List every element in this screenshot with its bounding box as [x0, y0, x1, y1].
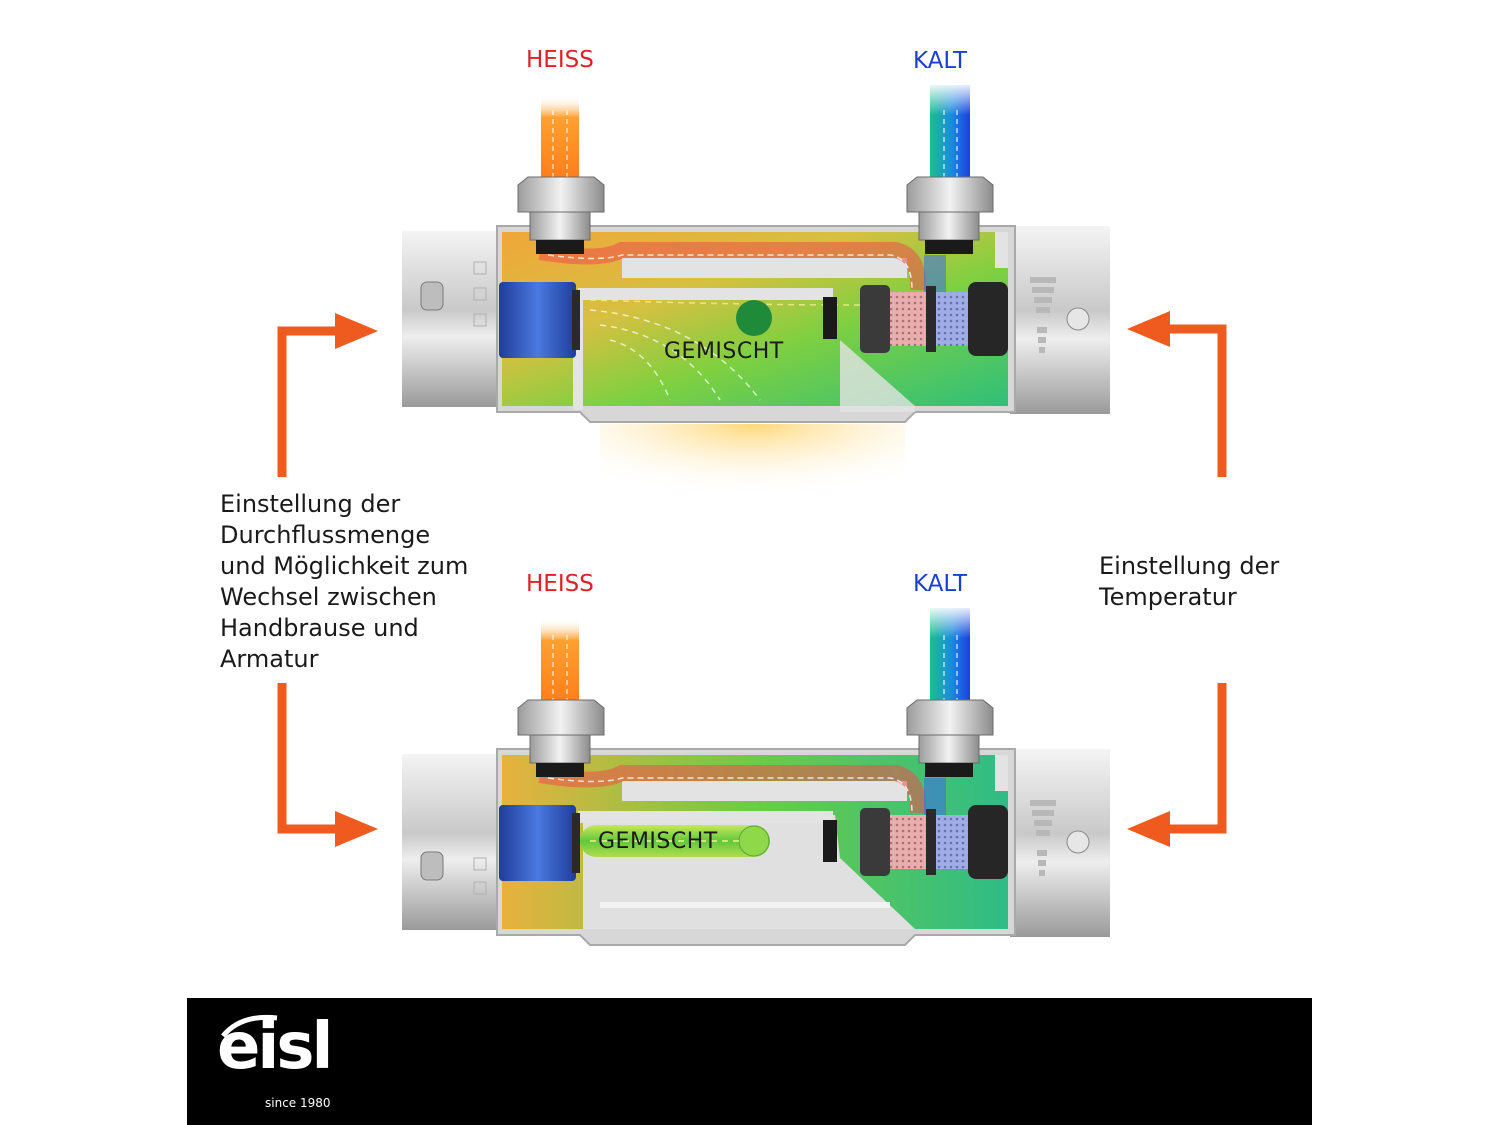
top-mixed-label: GEMISCHT	[664, 339, 784, 364]
logo-swoosh-icon	[221, 1014, 278, 1038]
left-bottom-arrowhead-icon	[335, 811, 378, 847]
top-outlet-dot	[736, 300, 772, 336]
right-top-arrowhead-icon	[1127, 311, 1170, 347]
bottom-flow-knob-icon	[420, 851, 444, 881]
bottom-left-handle	[402, 754, 502, 930]
bottom-mixed-label: GEMISCHT	[598, 829, 718, 854]
right-arrows	[1165, 324, 1227, 834]
top-flow-cartridge	[499, 282, 576, 358]
bottom-valve-unit	[402, 608, 1110, 946]
bottom-hot-label: HEISS	[526, 571, 594, 597]
top-hot-label: HEISS	[526, 47, 594, 73]
right-bottom-arrowhead-icon	[1127, 811, 1170, 847]
top-temperature-button-icon	[1066, 307, 1090, 331]
bottom-hot-connector-nut	[517, 699, 605, 777]
top-cold-label: KALT	[913, 48, 968, 74]
top-thermostatic-cartridge	[860, 282, 1008, 356]
left-top-arrowhead-icon	[335, 313, 378, 349]
top-cold-connector-nut	[906, 176, 994, 254]
bottom-flow-cartridge	[499, 805, 576, 881]
left-bottom-arrow	[277, 683, 340, 834]
brand-logo-word: eisl	[217, 1010, 333, 1084]
left-arrows	[277, 326, 340, 834]
brand-footer: eisl since 1980	[187, 998, 1312, 1125]
brand-tagline: since 1980	[265, 1096, 331, 1110]
bottom-thermostatic-cartridge	[860, 805, 1008, 879]
top-hot-connector-nut	[517, 176, 605, 254]
right-bottom-arrow	[1165, 683, 1227, 834]
top-right-handle	[1010, 226, 1110, 414]
top-mixed-water-glow	[600, 424, 905, 514]
bottom-right-handle	[1010, 749, 1110, 937]
bottom-cold-label: KALT	[913, 571, 968, 597]
flow-adjustment-note: Einstellung der Durchflussmenge und Mögl…	[220, 490, 469, 673]
right-top-arrow	[1165, 324, 1227, 477]
top-hot-inlet-pipe	[541, 95, 579, 185]
top-left-handle	[402, 231, 502, 407]
top-valve-unit	[402, 85, 1110, 514]
left-top-arrow	[277, 326, 340, 477]
bottom-temperature-scale-icon	[1030, 800, 1056, 876]
bottom-hot-inlet-pipe	[541, 618, 579, 708]
bottom-temperature-button-icon	[1066, 830, 1090, 854]
top-flow-knob-icon	[420, 281, 444, 311]
bottom-cold-connector-nut	[906, 699, 994, 777]
temperature-adjustment-note: Einstellung der Temperatur	[1099, 552, 1280, 611]
top-temperature-scale-icon	[1030, 277, 1056, 353]
bottom-mixed-tube	[580, 825, 770, 857]
